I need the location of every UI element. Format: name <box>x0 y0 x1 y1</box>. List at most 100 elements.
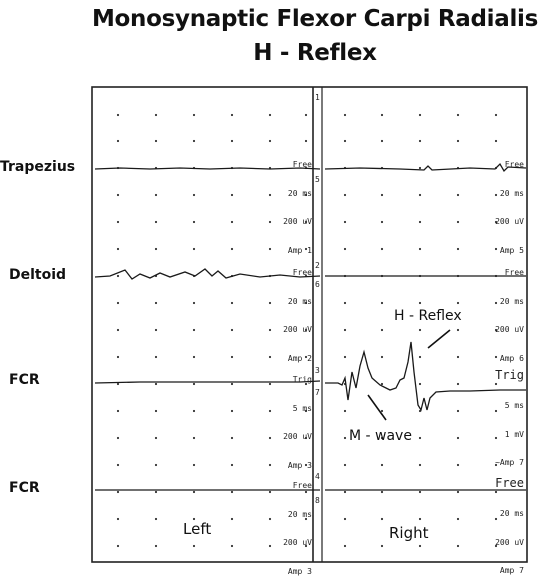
grid-dot <box>494 139 498 143</box>
scope-timebase: 20 ms <box>287 296 312 306</box>
scope-timebase: 20 ms <box>499 296 524 306</box>
grid-dot <box>380 355 384 359</box>
scope-timebase: 20 ms <box>287 509 312 519</box>
grid-dot <box>304 517 308 521</box>
grid-dot <box>154 382 158 386</box>
grid-dot <box>456 490 460 494</box>
grid-dot <box>192 247 196 251</box>
grid-dot <box>116 436 120 440</box>
grid-dot <box>268 409 272 413</box>
grid-dot <box>456 113 460 117</box>
grid-dot <box>230 113 234 117</box>
grid-dot <box>268 382 272 386</box>
grid-dot <box>116 409 120 413</box>
grid-dot <box>418 490 422 494</box>
grid-dot <box>494 328 498 332</box>
scope-timebase: 5 ms <box>292 403 312 413</box>
scope-gain: 200 uV <box>495 217 524 226</box>
grid-dot <box>418 328 422 332</box>
grid-dot <box>268 490 272 494</box>
grid-dot <box>192 220 196 224</box>
grid-dot <box>380 301 384 305</box>
scope-mode: Free <box>504 268 524 277</box>
grid-dot <box>230 301 234 305</box>
grid-dot <box>304 247 308 251</box>
grid-dot <box>154 409 158 413</box>
scope-gain: 200 uV <box>283 432 312 441</box>
grid-dot <box>418 247 422 251</box>
grid-dot <box>192 544 196 548</box>
grid-dot <box>343 193 347 197</box>
grid-dot <box>230 193 234 197</box>
scope-mode: Free <box>504 160 524 169</box>
grid-dot <box>230 247 234 251</box>
row-label-fcr-lower: FCR <box>9 480 40 496</box>
scope-timebase: 20 ms <box>499 188 524 198</box>
grid-dot <box>116 382 120 386</box>
grid-dot <box>494 355 498 359</box>
grid-dot <box>456 382 460 386</box>
grid-dot <box>494 544 498 548</box>
emg-recording-diagram: 1 2 3 4 5 6 7 8 <box>91 86 528 563</box>
grid-dot <box>494 301 498 305</box>
grid-dot <box>268 139 272 143</box>
grid-dot <box>343 247 347 251</box>
grid-dot <box>343 544 347 548</box>
channel-number: 1 <box>315 93 320 102</box>
grid-dot <box>116 517 120 521</box>
grid-dot <box>268 328 272 332</box>
scope-mode: Trig <box>292 375 312 384</box>
grid-dot <box>192 113 196 117</box>
grid-dot <box>154 544 158 548</box>
grid-dot <box>192 355 196 359</box>
grid-dot <box>192 517 196 521</box>
grid-dot <box>494 463 498 467</box>
scope-mode: Free <box>292 160 312 169</box>
settings-left-3: Trig 5 ms 200 uV Amp 3 <box>262 356 312 480</box>
grid-dot <box>380 382 384 386</box>
channel-number: 7 <box>315 388 320 397</box>
grid-dot <box>230 544 234 548</box>
grid-dot <box>304 436 308 440</box>
m-wave-pointer <box>367 394 387 421</box>
grid-dot <box>418 193 422 197</box>
trace-deltoid-left <box>94 268 321 280</box>
grid-dot <box>230 436 234 440</box>
grid-dot <box>116 544 120 548</box>
grid-dot <box>268 247 272 251</box>
scope-gain: 200 uV <box>283 217 312 226</box>
grid-dot <box>230 490 234 494</box>
grid-dot <box>380 544 384 548</box>
grid-dot <box>343 490 347 494</box>
grid-dot <box>304 355 308 359</box>
grid-dot <box>154 139 158 143</box>
title-line-2: H - Reflex <box>253 40 377 66</box>
title-line-1: Monosynaptic Flexor Carpi Radialis <box>91 6 539 32</box>
settings-left-1: Free 20 ms 200 uV Amp 1 <box>262 141 312 265</box>
grid-dot <box>154 463 158 467</box>
scope-amp: Amp 3 <box>287 566 312 576</box>
grid-dot <box>418 113 422 117</box>
grid-dot <box>268 517 272 521</box>
scope-amp: Amp 7 <box>499 566 524 575</box>
grid-dot <box>304 113 308 117</box>
settings-right-4: Free 20 ms 200 uV Amp 7 <box>474 458 524 585</box>
grid-dot <box>456 301 460 305</box>
grid-dot <box>268 436 272 440</box>
grid-dot <box>154 355 158 359</box>
grid-dot <box>343 113 347 117</box>
grid-dots <box>116 113 498 548</box>
grid-dot <box>116 113 120 117</box>
grid-dot <box>192 490 196 494</box>
grid-dot <box>268 301 272 305</box>
grid-dot <box>230 328 234 332</box>
grid-dot <box>268 193 272 197</box>
grid-dot <box>304 193 308 197</box>
grid-dot <box>343 409 347 413</box>
grid-dot <box>494 247 498 251</box>
grid-dot <box>494 193 498 197</box>
channel-number: 5 <box>315 175 320 184</box>
grid-dot <box>154 490 158 494</box>
settings-right-2: Free 20 ms 200 uV Amp 6 <box>474 249 524 373</box>
grid-dot <box>116 247 120 251</box>
